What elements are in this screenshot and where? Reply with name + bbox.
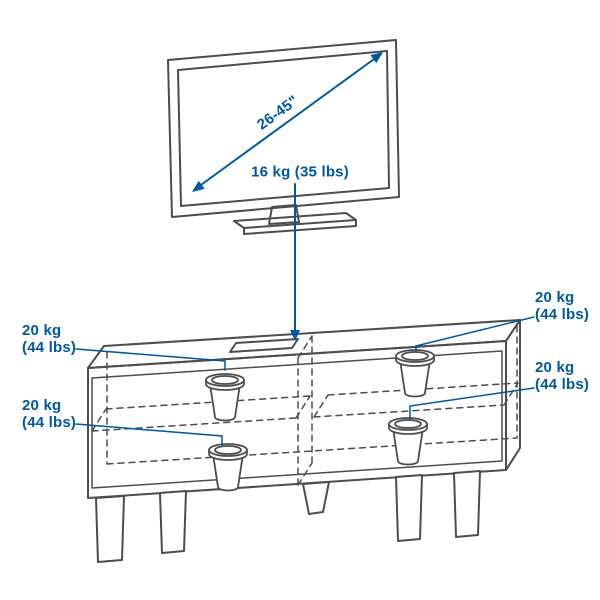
leader-line-bottom-left: [75, 423, 223, 446]
tv-stand-base: [233, 212, 357, 235]
center-support-foot: [302, 481, 330, 515]
diagonal-arrowhead-top: [370, 52, 383, 64]
interior-dashed-lines: [91, 325, 519, 486]
product-line-art: [87, 39, 521, 563]
cable-outlet-cover: [229, 338, 299, 353]
shelf-weight-label-top-right: 20 kg (44 lbs): [535, 289, 590, 324]
bench-legs: [95, 470, 481, 563]
annotation-lines: [75, 53, 535, 446]
tv-illustration: [167, 39, 400, 235]
down-arrowhead: [290, 330, 300, 341]
shelf-weight-label-top-left: 20 kg (44 lbs): [22, 322, 77, 357]
weight-cones: [205, 349, 435, 492]
bench-inner-frame-edges: [91, 350, 503, 489]
shelf-weight-label-bottom-left: 20 kg (44 lbs): [22, 397, 77, 432]
weight-cone-bottom-left: [208, 443, 248, 492]
weight-cone-bottom-right: [388, 417, 428, 466]
annotation-arrowheads: [192, 52, 383, 341]
leg-back-left: [159, 490, 187, 554]
tv-max-weight-label: 16 kg (35 lbs): [251, 163, 349, 181]
bench-illustration: [87, 319, 521, 563]
leader-line-bottom-right: [409, 387, 535, 420]
weight-cone-top-left: [205, 373, 245, 422]
tv-screen: [177, 50, 390, 207]
leader-line-top-right: [415, 316, 535, 352]
leg-front-left: [95, 495, 125, 563]
shelf-weight-label-bottom-right: 20 kg (44 lbs): [535, 359, 590, 394]
leg-back-right: [395, 474, 423, 542]
bench-right-side: [505, 319, 521, 471]
leader-line-top-left: [75, 348, 226, 371]
tv-outer-frame: [167, 39, 400, 218]
weight-cone-top-right: [395, 349, 435, 398]
leg-front-right: [453, 470, 481, 538]
tv-diagonal-arrow-line: [193, 53, 382, 191]
diagonal-arrowhead-bottom: [192, 180, 205, 192]
